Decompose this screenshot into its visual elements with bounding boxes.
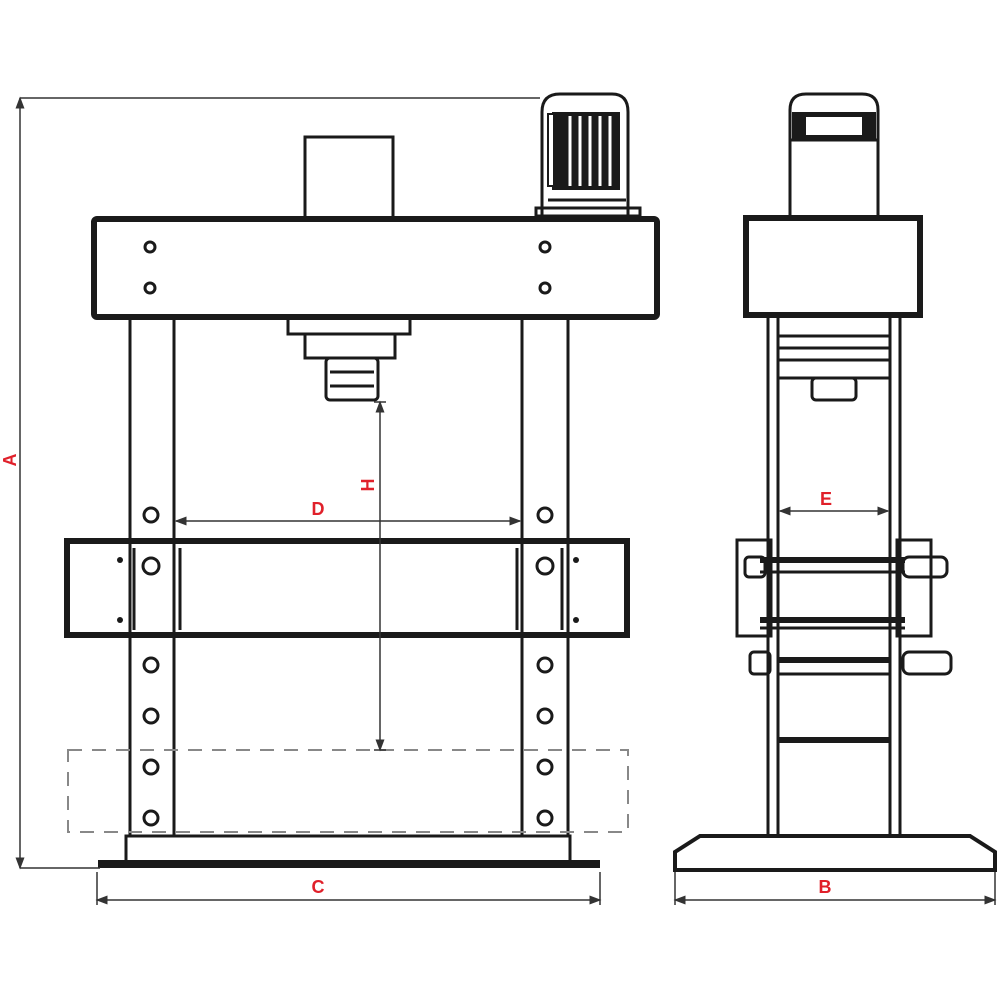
dimension-a: A — [0, 96, 540, 870]
dimension-label-c: C — [312, 877, 325, 897]
dimension-b: B — [673, 872, 997, 905]
dimension-label-a: A — [0, 454, 20, 467]
side-motor — [788, 92, 880, 217]
bolster — [64, 538, 630, 638]
dimension-c: C — [95, 872, 602, 905]
columns — [128, 318, 570, 835]
dimension-label-d: D — [312, 499, 325, 519]
alternate-bolster-position — [67, 749, 629, 833]
column-holes — [141, 506, 555, 827]
front-view — [64, 92, 660, 868]
side-base-plate — [673, 834, 997, 872]
dimension-e: E — [778, 489, 890, 516]
dimension-h: H — [358, 400, 386, 752]
dimension-d: D — [174, 499, 522, 526]
ram — [286, 316, 412, 402]
top-crossbeam — [91, 216, 660, 320]
dimension-label-b: B — [819, 877, 832, 897]
motor — [534, 92, 642, 218]
crossbeam-holes — [143, 240, 552, 295]
side-bolster-clamps — [735, 538, 953, 743]
dimension-label-h: H — [358, 479, 378, 492]
cylinder-housing — [303, 135, 395, 220]
base — [98, 834, 600, 868]
side-top-block — [743, 215, 923, 318]
side-ram — [776, 334, 892, 402]
side-view — [673, 92, 997, 872]
dimension-label-e: E — [820, 489, 832, 509]
side-columns — [766, 316, 902, 836]
